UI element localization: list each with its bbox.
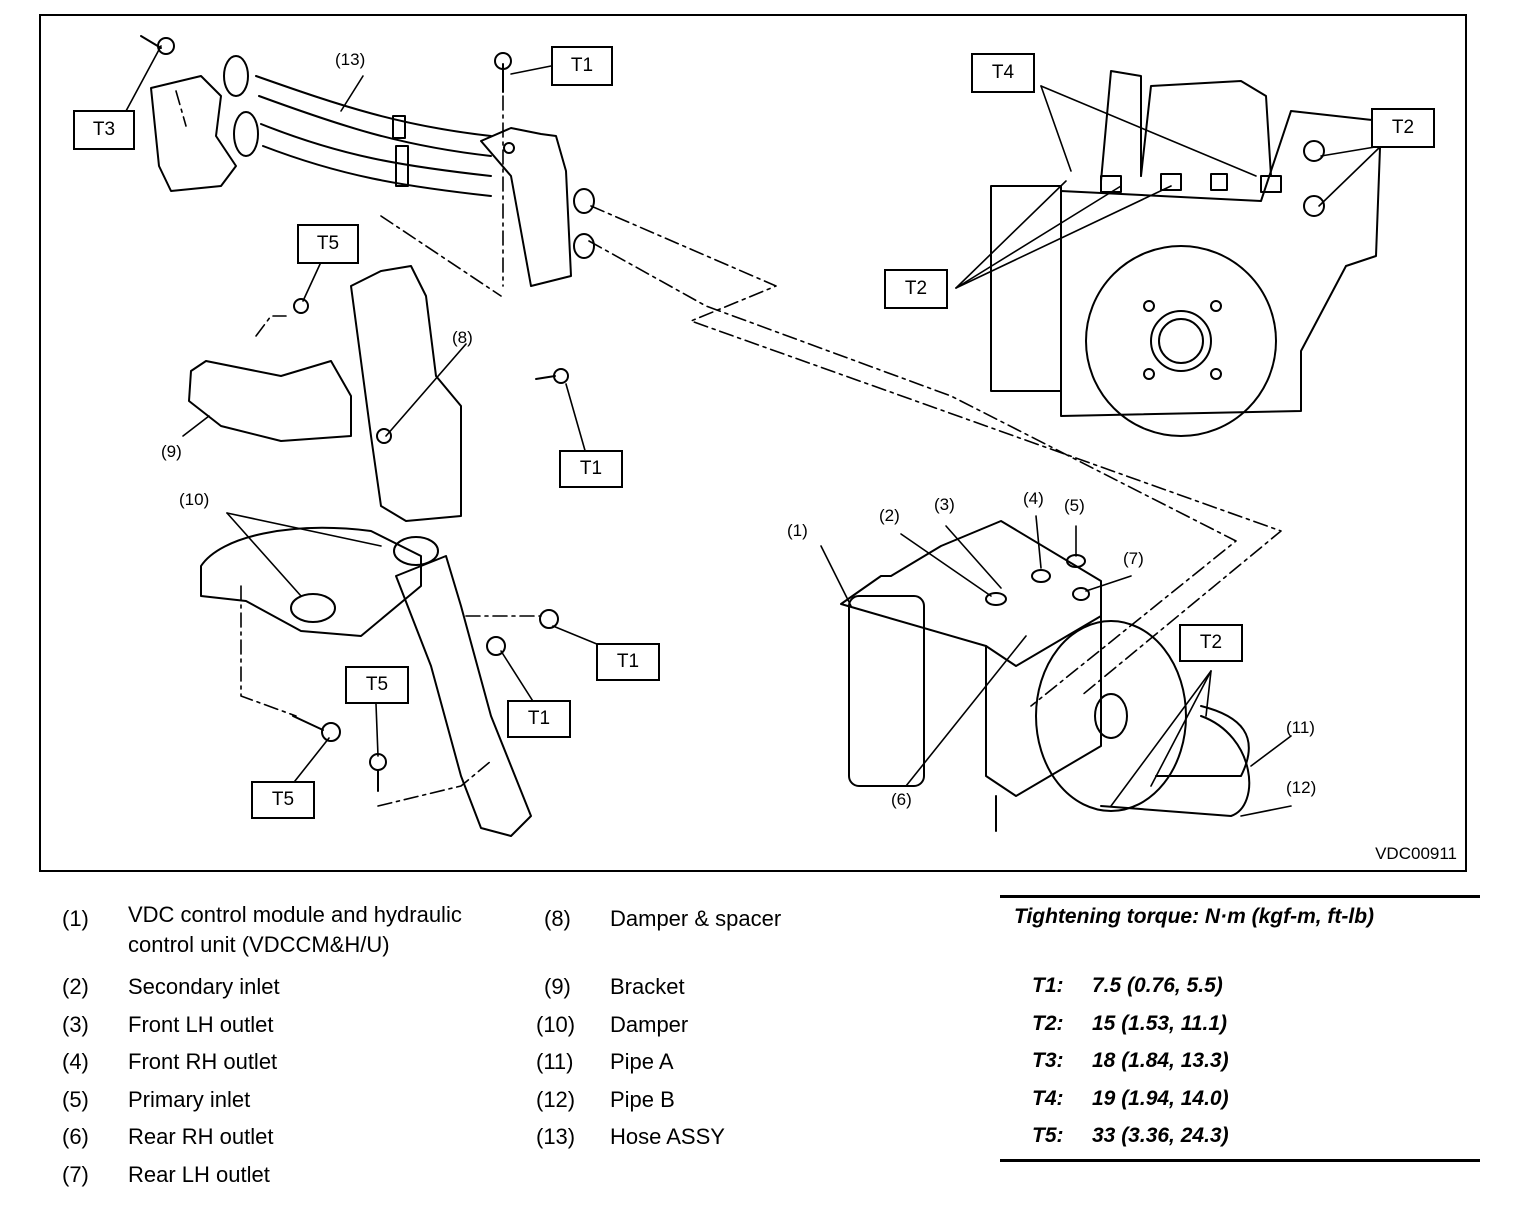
- callout-t5-bolt-mid: T5: [345, 666, 409, 704]
- legend-number: (11): [536, 1049, 574, 1074]
- legend-text: Secondary inlet: [128, 974, 280, 999]
- legend-text: Pipe B: [610, 1086, 675, 1112]
- legend-number: (13): [536, 1124, 576, 1149]
- label-8: (8): [452, 328, 473, 347]
- torque-value: 19 (1.94, 14.0): [1092, 1086, 1229, 1110]
- callout-t1-top: T1: [551, 46, 613, 86]
- figure-id: VDC00911: [1375, 844, 1457, 863]
- legend-number: (2): [62, 974, 89, 999]
- label-11: (11): [1286, 718, 1315, 737]
- legend-text: Front LH outlet: [128, 1011, 274, 1037]
- legend-item: (5) Primary inlet: [62, 1081, 522, 1119]
- legend-item: (2) Secondary inlet: [62, 968, 522, 1006]
- hose-assy-drawing: [150, 55, 595, 287]
- legend-item: (11) Pipe A: [536, 1043, 956, 1081]
- label-10: (10): [179, 490, 210, 509]
- vdc-unit-exploded: [840, 520, 1251, 832]
- label-2: (2): [879, 506, 900, 525]
- legend-item: (8) Damper & spacer: [536, 900, 956, 968]
- legend-item: (7) Rear LH outlet: [62, 1156, 522, 1194]
- legend-text: Primary inlet: [128, 1086, 251, 1112]
- legend-number: (3): [62, 1011, 89, 1037]
- legend-item: (13) Hose ASSY: [536, 1118, 956, 1156]
- callout-t2-unit-left: T2: [884, 269, 948, 309]
- bolt-drawings: [140, 35, 569, 792]
- torque-title: Tightening torque: N·m (kgf-m, ft-lb): [1014, 905, 1375, 928]
- torque-key: T1:: [1032, 974, 1064, 997]
- legend-text: Hose ASSY: [610, 1124, 725, 1149]
- torque-key: T2:: [1032, 1011, 1064, 1035]
- legend-text: Front RH outlet: [128, 1049, 278, 1074]
- callout-t2-pipes: T2: [1179, 624, 1243, 662]
- label-3: (3): [934, 495, 955, 514]
- torque-row: T2: 15 (1.53, 11.1): [1000, 1005, 1480, 1043]
- legend-text: Damper & spacer: [610, 906, 782, 931]
- legend-column-2: (8) Damper & spacer (9) Bracket (10) Dam…: [536, 900, 956, 1156]
- legend-text: Pipe A: [610, 1049, 674, 1074]
- legend-item: (10) Damper: [536, 1006, 956, 1044]
- torque-value: 18 (1.84, 13.3): [1092, 1049, 1229, 1072]
- exploded-diagram: T3 T1 T5 T1 T1 T1 T5 T5 T4 T2 T2 T2 (13)…: [39, 14, 1467, 872]
- legend-item: (1) VDC control module and hydraulic con…: [62, 900, 522, 968]
- legend-number: (6): [62, 1124, 89, 1149]
- callout-t5-bolt-left: T5: [251, 781, 315, 819]
- legend-text: VDC control module and hydraulic control…: [128, 902, 462, 957]
- torque-value: 33 (3.36, 24.3): [1092, 1124, 1229, 1147]
- torque-key: T5:: [1032, 1124, 1064, 1147]
- torque-row: T4: 19 (1.94, 14.0): [1000, 1080, 1480, 1118]
- legend-item: (3) Front LH outlet: [62, 1006, 522, 1044]
- legend-number: (10): [536, 1011, 576, 1037]
- label-9: (9): [161, 442, 182, 461]
- torque-row: T3: 18 (1.84, 13.3): [1000, 1042, 1480, 1080]
- label-4: (4): [1023, 489, 1044, 508]
- label-12: (12): [1286, 778, 1317, 797]
- legend-number: (1): [62, 906, 89, 931]
- legend-item: (12) Pipe B: [536, 1081, 956, 1119]
- callout-t1-bracket: T1: [559, 450, 623, 488]
- callout-t2-unit-right: T2: [1371, 108, 1435, 148]
- legend-text: Rear LH outlet: [128, 1161, 270, 1187]
- callout-t1-nut-right: T1: [596, 643, 660, 681]
- bracket-drawing: [188, 265, 462, 522]
- legend-number: (5): [62, 1086, 89, 1112]
- leader-lines: [125, 45, 1382, 817]
- label-1: (1): [787, 521, 808, 540]
- diagram-drawing: [125, 35, 1382, 837]
- callout-t4: T4: [971, 53, 1035, 93]
- callout-t5-upper: T5: [297, 224, 359, 264]
- legend-item: (4) Front RH outlet: [62, 1043, 522, 1081]
- legend-item: (9) Bracket: [536, 968, 956, 1006]
- legend-number: (4): [62, 1049, 89, 1074]
- vdc-unit-top-view: [990, 70, 1382, 437]
- legend-text: Damper: [610, 1011, 689, 1037]
- label-6: (6): [891, 790, 912, 809]
- callout-t1-nut-lower: T1: [507, 700, 571, 738]
- legend-number: (12): [536, 1086, 576, 1112]
- torque-key: T3:: [1032, 1049, 1064, 1072]
- damper-drawing: [200, 526, 532, 837]
- label-5: (5): [1064, 496, 1085, 515]
- legend-number: (8): [544, 906, 571, 931]
- torque-table: Tightening torque: N·m (kgf-m, ft-lb) T1…: [1000, 895, 1480, 1162]
- legend-column-1: (1) VDC control module and hydraulic con…: [62, 900, 522, 1193]
- torque-value: 7.5 (0.76, 5.5): [1092, 974, 1223, 997]
- legend-number: (7): [62, 1161, 89, 1187]
- torque-value: 15 (1.53, 11.1): [1092, 1011, 1228, 1035]
- torque-row: T5: 33 (3.36, 24.3): [1000, 1117, 1480, 1155]
- torque-key: T4:: [1032, 1086, 1064, 1110]
- label-13: (13): [335, 50, 366, 69]
- callout-t3: T3: [73, 110, 135, 150]
- label-7: (7): [1123, 549, 1144, 568]
- legend-number: (9): [544, 974, 571, 999]
- alignment-lines: [175, 90, 1282, 807]
- legend-text: Bracket: [610, 974, 685, 999]
- torque-row: T1: 7.5 (0.76, 5.5): [1000, 967, 1480, 1005]
- legend-text: Rear RH outlet: [128, 1124, 274, 1149]
- legend-item: (6) Rear RH outlet: [62, 1118, 522, 1156]
